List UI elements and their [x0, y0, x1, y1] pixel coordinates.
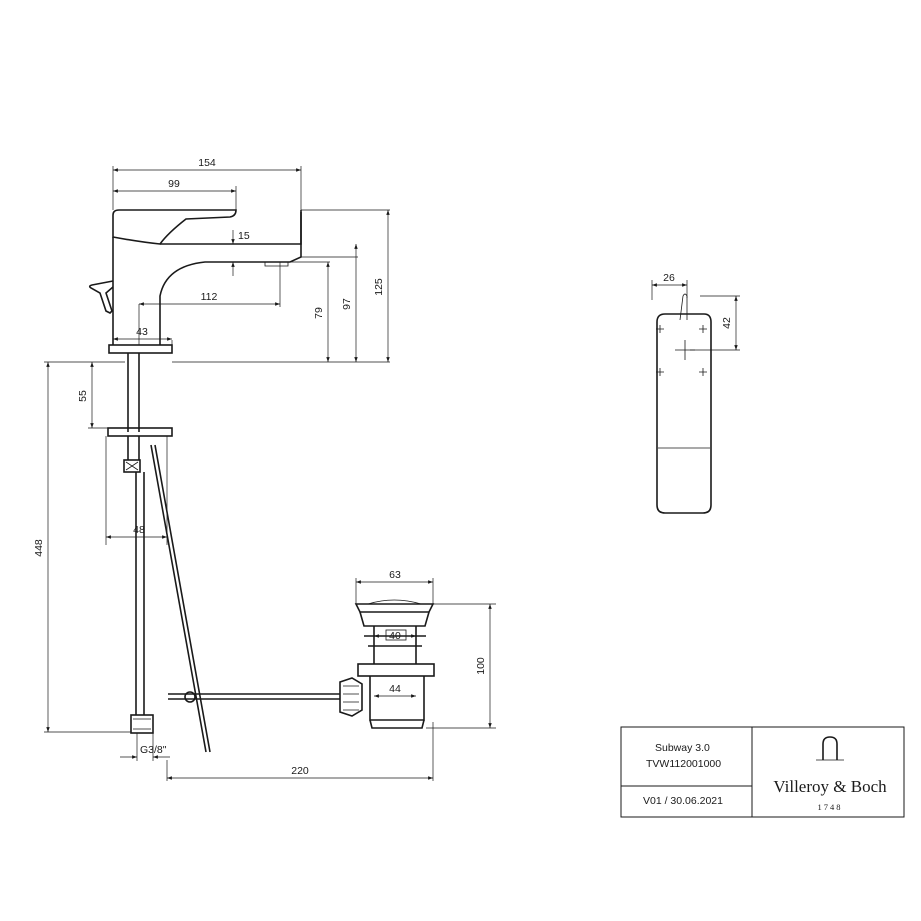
dim-44: 44	[389, 683, 401, 695]
dim-220: 220	[291, 765, 309, 777]
connector-nut-detail	[125, 461, 139, 471]
threaded-shank	[127, 353, 140, 432]
waste-tail	[369, 719, 425, 729]
waste-cap	[354, 603, 435, 613]
title-block: Subway 3.0 TVW112001000 V01 / 30.06.2021…	[620, 726, 905, 818]
dim-g38: G3/8"	[140, 744, 167, 756]
dim-42: 42	[721, 317, 733, 329]
title-block-frame	[620, 726, 905, 818]
dim-55: 55	[77, 390, 89, 402]
hose-nut	[130, 714, 154, 734]
top-view-outline	[656, 313, 712, 514]
dim-97: 97	[341, 298, 353, 310]
brand-year: 1748	[818, 802, 843, 812]
dim-79: 79	[313, 307, 325, 319]
dim-99: 99	[168, 178, 180, 190]
lever-handle	[112, 209, 237, 245]
dimension-lines	[44, 166, 740, 781]
dim-125: 125	[373, 278, 385, 296]
dim-63: 63	[389, 569, 401, 581]
top-view-marks	[656, 325, 707, 376]
dimension-labels: 154 99 15 112 43 79 97 125 55 448 48 G3/…	[33, 157, 733, 777]
dim-100: 100	[475, 657, 487, 675]
waste-flange	[359, 611, 430, 627]
spout-underside	[159, 244, 302, 345]
base-plate	[108, 344, 173, 354]
dim-448: 448	[33, 539, 45, 557]
shank-lower	[127, 436, 140, 460]
waste-lower-body	[369, 676, 425, 721]
dim-154: 154	[198, 157, 216, 169]
dim-40: 40	[389, 630, 401, 642]
brand-logo-icon	[822, 736, 838, 760]
dim-48: 48	[133, 524, 145, 536]
rod-clip	[184, 691, 196, 703]
waste-body	[373, 626, 417, 664]
aerator	[264, 262, 289, 267]
product-name: Subway 3.0	[655, 742, 710, 754]
hose-nut-detail	[133, 718, 151, 730]
dim-26: 26	[663, 272, 675, 284]
fixing-plate	[107, 427, 173, 437]
faucet-top-view	[656, 293, 712, 514]
waste-valve	[339, 599, 435, 729]
dim-15: 15	[238, 230, 250, 242]
product-code: TVW112001000	[646, 758, 721, 770]
faucet-side-view	[88, 209, 340, 753]
brand-name: Villeroy & Boch	[773, 777, 887, 796]
dim-43: 43	[136, 326, 148, 338]
connector-nut	[123, 459, 141, 473]
waste-knob	[339, 677, 363, 717]
waste-nut	[357, 663, 435, 677]
dim-112: 112	[201, 291, 218, 303]
pull-rod	[150, 444, 211, 753]
version-date: V01 / 30.06.2021	[643, 795, 723, 807]
top-view-lever	[679, 293, 688, 321]
waste-knob-grip	[343, 685, 359, 711]
horizontal-rod	[168, 693, 340, 700]
popup-lever	[88, 280, 114, 314]
flexible-hose	[135, 472, 145, 715]
waste-cap-dome	[367, 599, 422, 605]
